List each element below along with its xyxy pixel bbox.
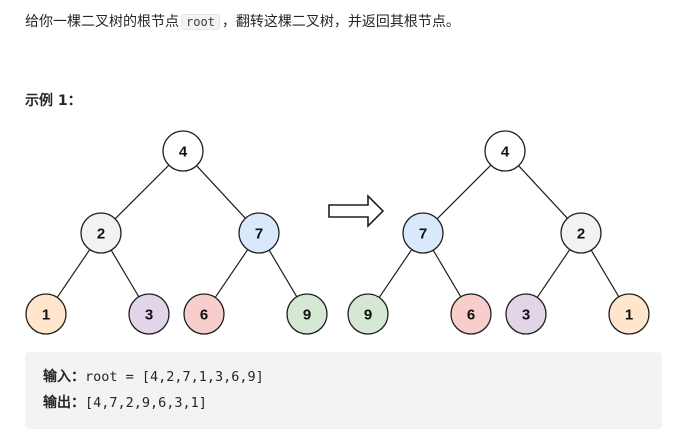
tree-node-label: 3	[145, 307, 153, 324]
input-tree: 4 2 7 1 3 6 9	[25, 130, 328, 335]
tree-edge	[378, 249, 413, 298]
output-label: 输出：	[43, 395, 85, 411]
input-value: root = [4,2,7,1,3,6,9]	[85, 369, 264, 385]
tree-node-circle	[286, 293, 328, 335]
tree-node: 7	[402, 212, 444, 254]
tree-edge	[436, 164, 492, 220]
tree-node-circle	[560, 212, 602, 254]
tree-node: 2	[80, 212, 122, 254]
tree-node-circle	[238, 212, 280, 254]
tree-edge	[214, 249, 249, 298]
tree-node-label: 9	[303, 307, 311, 324]
example-title: 示例 1：	[25, 93, 82, 109]
tree-node: 3	[128, 293, 170, 335]
tree-node-circle	[484, 130, 526, 172]
tree-node-label: 4	[501, 144, 510, 161]
tree-node-circle	[80, 212, 122, 254]
tree-edge	[518, 165, 568, 219]
tree-node: 6	[450, 293, 492, 335]
tree-node-circle	[608, 293, 650, 335]
tree-node-circle	[183, 293, 225, 335]
tree-edge	[432, 249, 462, 298]
tree-edge	[536, 249, 571, 298]
tree-node-label: 9	[364, 307, 372, 324]
right-arrow-icon	[328, 194, 385, 228]
tree-node: 9	[347, 293, 389, 335]
tree-node-label: 4	[179, 144, 188, 161]
tree-node: 2	[560, 212, 602, 254]
tree-node: 7	[238, 212, 280, 254]
input-line: 输入：root = [4,2,7,1,3,6,9]	[43, 364, 644, 390]
tree-edge	[590, 249, 620, 298]
tree-node: 1	[608, 293, 650, 335]
tree-edge	[56, 249, 91, 298]
tree-node: 6	[183, 293, 225, 335]
tree-edge	[268, 249, 298, 298]
tree-edge	[196, 165, 246, 219]
description-text-after: ，翻转这棵二叉树，并返回其根节点。	[221, 14, 460, 30]
inline-code-root: root	[181, 14, 220, 30]
tree-node-circle	[128, 293, 170, 335]
tree-node-label: 2	[97, 226, 105, 243]
tree-node-circle	[25, 293, 67, 335]
tree-node-circle	[402, 212, 444, 254]
tree-node-circle	[505, 293, 547, 335]
tree-node-circle	[347, 293, 389, 335]
tree-node-circle	[450, 293, 492, 335]
output-value: [4,7,2,9,6,3,1]	[85, 395, 207, 411]
tree-edge	[114, 164, 170, 220]
tree-node: 4	[484, 130, 526, 172]
tree-node-label: 6	[200, 307, 208, 324]
tree-node: 1	[25, 293, 67, 335]
tree-node-label: 2	[577, 226, 585, 243]
tree-edge	[110, 249, 140, 298]
tree-node-label: 1	[625, 307, 633, 324]
tree-node-label: 6	[467, 307, 475, 324]
tree-node-label: 1	[42, 307, 50, 324]
output-line: 输出：[4,7,2,9,6,3,1]	[43, 390, 644, 416]
tree-node-label: 3	[522, 307, 530, 324]
tree-node: 3	[505, 293, 547, 335]
tree-node: 9	[286, 293, 328, 335]
tree-node-label: 7	[419, 226, 427, 243]
input-label: 输入：	[43, 369, 85, 385]
tree-node-circle	[162, 130, 204, 172]
description-text-before: 给你一棵二叉树的根节点	[25, 14, 179, 30]
output-tree: 4 7 2 9 6 3 1	[347, 130, 650, 335]
tree-node: 4	[162, 130, 204, 172]
tree-node-label: 7	[255, 226, 263, 243]
example-io-block: 输入：root = [4,2,7,1,3,6,9] 输出：[4,7,2,9,6,…	[25, 352, 662, 429]
